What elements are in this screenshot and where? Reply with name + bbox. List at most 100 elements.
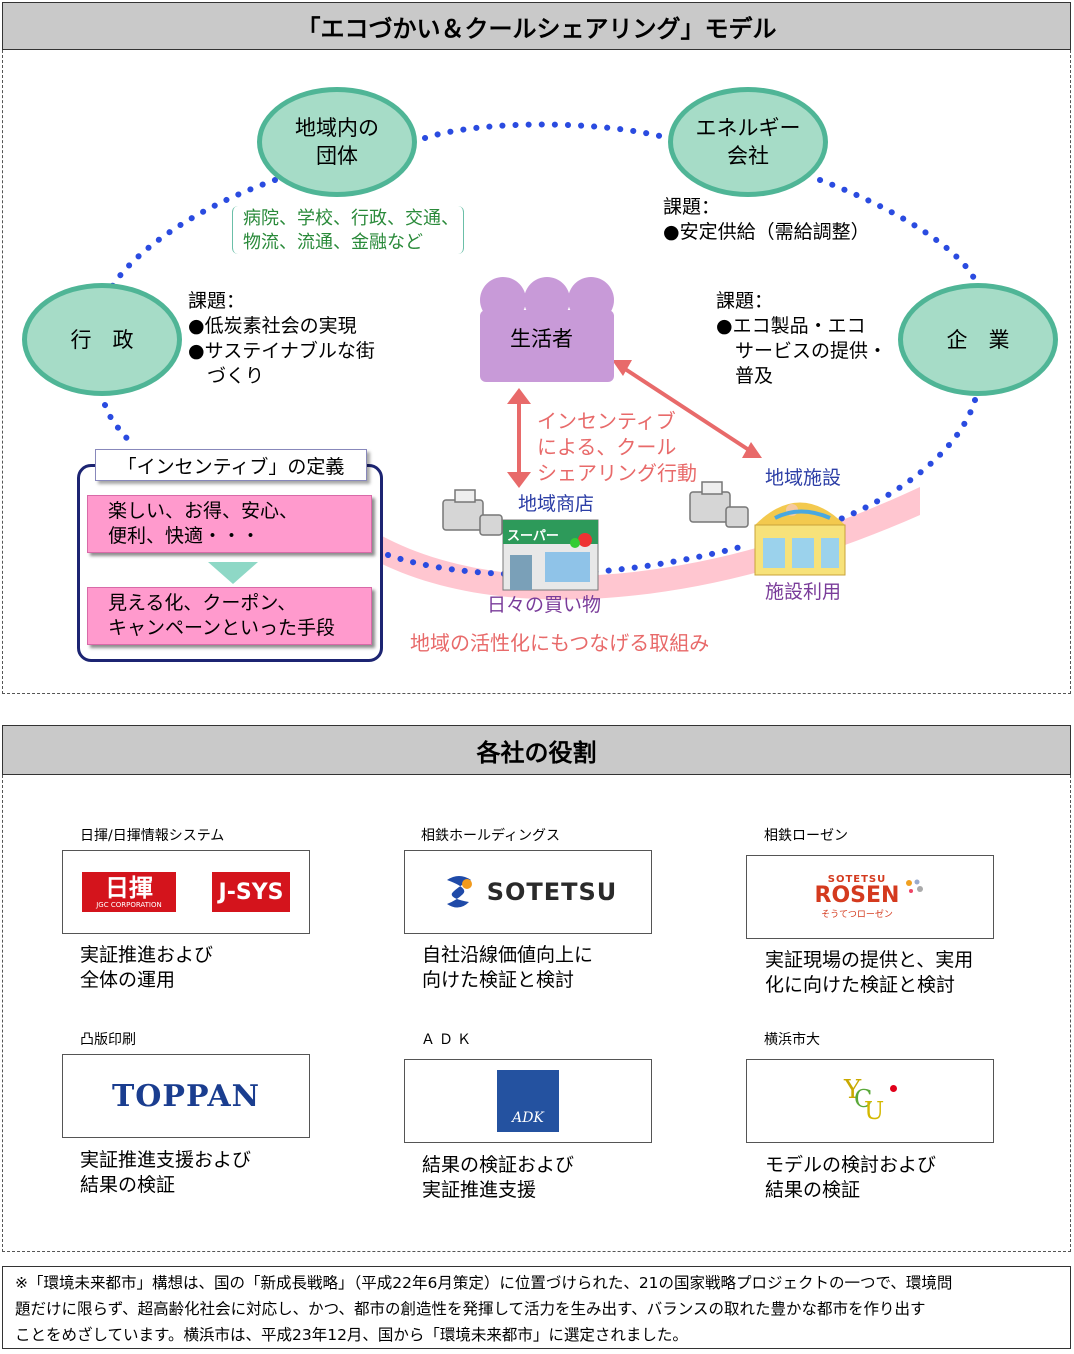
consumer-people-icon — [480, 277, 614, 382]
logo-box-adk: ADK — [404, 1059, 652, 1143]
model-title: 「エコづかい＆クールシェアリング」モデル — [2, 2, 1071, 50]
node-energy-company-line2: 会社 — [727, 144, 769, 168]
role-sotetsu-rosen-line2: 化に向けた検証と検討 — [765, 974, 956, 996]
incentive-down-arrow — [208, 562, 258, 584]
rosen-logo-top: SOTETSU — [827, 874, 887, 885]
incentive-benefits-line1: 楽しい、お得、安心、 — [108, 500, 299, 522]
role-jgc: 実証推進および 全体の運用 — [80, 943, 213, 993]
node-government-label: 行 政 — [70, 327, 134, 352]
company-issue-heading: 課題： — [716, 290, 774, 312]
sotetsu-logo-text: SOTETSU — [486, 878, 618, 906]
incentive-arrows — [507, 360, 762, 488]
arrow-vertical-head-top — [507, 388, 531, 404]
shop-sign: スーパー — [507, 529, 559, 544]
role-adk-line2: 実証推進支援 — [422, 1179, 537, 1201]
energy-issue: 課題： ●安定供給（需給調整） — [663, 195, 870, 245]
jgc-logo-text: 日揮 — [105, 873, 153, 902]
company-issue: 課題： ●エコ製品・エコ サービスの提供・ 普及 — [716, 289, 887, 389]
company-issue-item1-cont2: 普及 — [716, 365, 774, 387]
arrow-diagonal-head-top — [612, 360, 632, 376]
role-adk: 結果の検証および 実証推進支援 — [422, 1153, 574, 1203]
rosen-logo: SOTETSU ROSEN そうてつローゼン — [815, 874, 900, 920]
footnote-line3: ことをめざしています。横浜市は、平成23年12月、国から「環境未来都市」に選定さ… — [15, 1326, 688, 1344]
incentive-means-line1: 見える化、クーポン、 — [108, 592, 297, 614]
gov-issue-item2: ●サステイナブルな街 — [188, 340, 375, 362]
roles-panel — [2, 775, 1071, 1252]
company-name-toppan: 凸版印刷 — [80, 1032, 136, 1048]
consumer-label: 生活者 — [510, 327, 573, 351]
loop-top — [422, 121, 671, 141]
node-government: 行 政 — [22, 283, 182, 396]
group-examples-bracket — [232, 206, 464, 254]
group-examples-line2: 物流、流通、金融など — [243, 232, 423, 253]
pool-facility-icon — [754, 502, 846, 576]
gov-issue-heading: 課題： — [188, 290, 246, 312]
role-sotetsu-rosen: 実証現場の提供と、実用 化に向けた検証と検討 — [765, 948, 973, 998]
rosen-dots-icon — [906, 879, 924, 893]
company-name-sotetsu-hd: 相鉄ホールディングス — [421, 828, 561, 844]
role-jgc-line1: 実証推進および — [80, 944, 214, 966]
company-name-adk: ＡＤＫ — [421, 1032, 475, 1048]
company-name-jgc: 日揮/日揮情報システム — [80, 828, 225, 844]
jgc-logo-sub: JGC CORPORATION — [96, 900, 162, 909]
incentive-action: インセンティブ による、クール シェアリング行動 — [537, 408, 697, 486]
node-energy-company: エネルギー 会社 — [668, 87, 828, 197]
incentive-means-line2: キャンペーンといった手段 — [108, 617, 336, 639]
energy-issue-item: ●安定供給（需給調整） — [663, 221, 870, 243]
ycu-logo-y: Y — [844, 1075, 862, 1105]
revitalization-label: 地域の活性化にもつなげる取組み — [410, 631, 710, 655]
role-adk-line1: 結果の検証および — [422, 1154, 575, 1176]
jsys-logo: J-SYS — [212, 872, 290, 912]
incentive-action-line1: インセンティブ — [537, 409, 676, 433]
role-ycu-line2: 結果の検証 — [765, 1179, 861, 1201]
loop-left — [102, 402, 133, 445]
daily-shopping-label: 日々の買い物 — [487, 594, 602, 616]
role-sotetsu-rosen-line1: 実証現場の提供と、実用 — [765, 949, 974, 971]
company-issue-item1: ●エコ製品・エコ — [716, 315, 866, 337]
incentive-box-means: 見える化、クーポン、 キャンペーンといった手段 — [87, 587, 372, 645]
arrow-vertical-head-bottom — [507, 472, 531, 488]
node-company: 企 業 — [898, 283, 1058, 396]
sotetsu-mark-icon — [446, 876, 472, 908]
node-local-groups: 地域内の 団体 — [257, 87, 417, 197]
incentive-benefits-line2: 便利、快適・・・ — [108, 525, 261, 547]
role-sotetsu-hd-line2: 向けた検証と検討 — [422, 969, 575, 991]
gov-issue-item1: ●低炭素社会の実現 — [188, 315, 357, 337]
role-sotetsu-hd-line1: 自社沿線価値向上に — [422, 944, 594, 966]
incentive-action-line2: による、クール — [537, 435, 677, 459]
register-icon-right — [689, 481, 749, 528]
node-company-label: 企 業 — [946, 327, 1010, 352]
role-sotetsu-hd: 自社沿線価値向上に 向けた検証と検討 — [422, 943, 593, 993]
node-energy-company-line1: エネルギー — [695, 116, 801, 140]
facility-use-label: 施設利用 — [765, 581, 842, 603]
ycu-logo-dot — [890, 1085, 897, 1092]
incentive-definition-title: 「インセンティブ」の定義 — [95, 449, 367, 481]
logo-box-sotetsu-rosen: SOTETSU ROSEN そうてつローゼン — [746, 855, 994, 939]
role-toppan-line2: 結果の検証 — [80, 1174, 176, 1196]
company-name-ycu: 横浜市大 — [764, 1032, 820, 1048]
group-examples: 病院、学校、行政、交通、 物流、流通、金融など — [243, 207, 459, 255]
footnote-line2: 題だけに限らず、超高齢化社会に対応し、かつ、都市の創造性を発揮して活力を生み出す… — [15, 1300, 926, 1318]
company-issue-item1-cont1: サービスの提供・ — [716, 340, 888, 362]
node-local-groups-line2: 団体 — [316, 144, 358, 168]
footnote-line1: ※「環境未来都市」構想は、国の「新成長戦略」（平成22年6月策定）に位置づけられ… — [15, 1274, 953, 1292]
logo-box-sotetsu-hd: SOTETSU — [404, 850, 652, 934]
incentive-box-benefits: 楽しい、お得、安心、 便利、快適・・・ — [87, 495, 372, 553]
logo-box-toppan: TOPPAN — [62, 1054, 310, 1138]
model-panel — [2, 50, 1071, 694]
shop-label: 地域商店 — [518, 493, 595, 515]
role-toppan-line1: 実証推進支援および — [80, 1149, 252, 1171]
company-name-sotetsu-rosen: 相鉄ローゼン — [764, 828, 848, 844]
group-examples-line1: 病院、学校、行政、交通、 — [243, 208, 459, 229]
dotted-loop — [102, 121, 978, 578]
jgc-logo: 日揮 JGC CORPORATION — [82, 872, 176, 912]
role-ycu: モデルの検討および 結果の検証 — [765, 1153, 936, 1203]
adk-logo: ADK — [497, 1070, 559, 1132]
ycu-logo-u: U — [864, 1097, 885, 1125]
model-diagram — [102, 121, 978, 600]
ycu-logo: Y C U — [840, 1071, 900, 1131]
gov-issue-item2-cont: づくり — [188, 365, 265, 387]
arrow-diagonal — [620, 365, 754, 454]
footnote: ※「環境未来都市」構想は、国の「新成長戦略」（平成22年6月策定）に位置づけられ… — [2, 1266, 1071, 1349]
loop-top-left — [107, 177, 278, 293]
